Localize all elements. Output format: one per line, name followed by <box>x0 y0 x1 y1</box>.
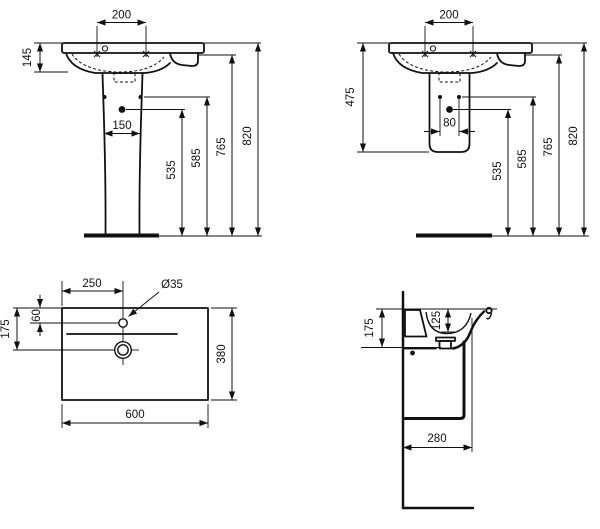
leader-tap-diameter <box>128 291 160 317</box>
dim-label-fixing-height: 585 <box>191 148 203 167</box>
basin-front-profile <box>451 310 486 350</box>
dim-label-width: 600 <box>125 409 144 421</box>
drain-knockout <box>438 73 461 83</box>
wall-fixing-point <box>410 350 415 356</box>
drain-point <box>446 106 453 113</box>
dim-label-front-edge-height: 175 <box>364 318 376 337</box>
dim-label-pedestal-width: 150 <box>112 120 131 132</box>
basin-ledge <box>169 52 199 67</box>
dim-label-semi-pedestal-height: 475 <box>345 87 357 106</box>
dim-label-tap-diameter: Ø35 <box>161 279 183 291</box>
bowl-inner-profile <box>425 311 472 335</box>
dim-label-rim-underside-height: 765 <box>216 137 228 156</box>
basin-rim <box>61 42 205 54</box>
basin-top-outline <box>61 307 209 401</box>
semi-pedestal <box>428 73 471 153</box>
basin-rim <box>388 42 533 54</box>
drain-knockout <box>113 73 136 83</box>
dim-label-rim-height: 820 <box>242 126 254 145</box>
dim-label-basin-height: 145 <box>22 48 34 67</box>
dim-label-drain-height: 535 <box>492 161 504 180</box>
dim-label-bowl-depth: 125 <box>431 311 443 330</box>
fixing-point-right <box>138 95 143 99</box>
dim-label-fixing-spacing: 80 <box>443 118 456 130</box>
basin-inner-edge <box>398 53 492 73</box>
fixing-point-right <box>457 95 461 99</box>
dim-label-hole-spacing: 200 <box>112 10 131 22</box>
drain-hole-inner <box>117 344 129 356</box>
front-view-full-pedestal: 200 145 150 535 585 765 820 <box>22 10 262 238</box>
drain-body <box>438 340 452 350</box>
basin-inner-edge <box>71 53 165 73</box>
dim-label-tap-offset-x: 250 <box>82 278 101 290</box>
dim-label-depth: 380 <box>216 344 228 363</box>
dim-label-hole-spacing: 200 <box>439 10 458 22</box>
dim-label-wall-to-front: 280 <box>427 433 446 445</box>
dim-label-drain-offset-y: 175 <box>0 319 12 338</box>
tap-deck-section <box>404 309 428 338</box>
tap-hole <box>118 318 128 328</box>
dim-label-tap-offset-y: 60 <box>31 309 43 322</box>
fixing-point-left <box>438 95 442 99</box>
dim-label-rim-height: 820 <box>568 126 580 145</box>
dim-label-fixing-height: 585 <box>517 149 529 168</box>
overflow-hole <box>429 45 437 52</box>
rim-lip <box>485 312 493 320</box>
overflow-hole <box>101 45 109 52</box>
fixing-point-left <box>102 95 107 99</box>
pedestal-left-edge <box>101 72 107 235</box>
plan-view: 250 Ø35 60 175 380 600 <box>0 278 237 428</box>
rim-bead-section <box>485 306 493 315</box>
dim-label-rim-underside-height: 765 <box>543 137 555 156</box>
semi-pedestal-profile <box>402 340 466 420</box>
front-view-semi-pedestal: 200 475 80 535 585 765 820 <box>345 10 589 238</box>
side-view: 175 125 280 <box>361 290 497 510</box>
drain-point <box>118 106 126 113</box>
pedestal-right-edge <box>138 72 144 235</box>
basin-ledge <box>496 52 526 67</box>
dim-label-drain-height: 535 <box>166 160 178 179</box>
drain-hole-outer <box>113 341 132 360</box>
